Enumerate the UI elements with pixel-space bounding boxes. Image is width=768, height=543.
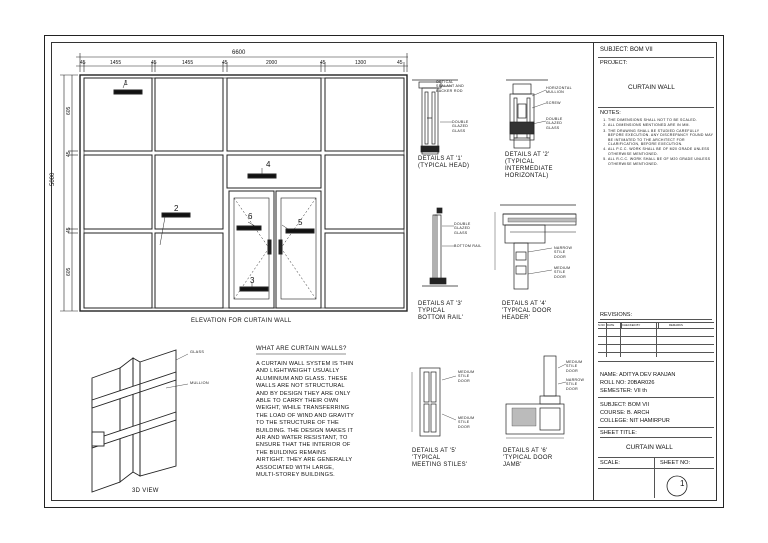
height-dim-3: 45 (66, 227, 72, 233)
tb-revisions-table: S.NO DATE CHECKED BY REMARKS (598, 322, 714, 357)
panel-tag-4: 4 (266, 160, 271, 169)
elevation-drawing (60, 53, 408, 312)
tb-notes-label: NOTES: (600, 110, 621, 116)
detail-6-callout-2: NARROW STILE DOOR (566, 378, 585, 391)
tb-note: ALL P.C.C. WORK SHALL BE OF M20 GRADE UN… (608, 147, 716, 156)
article-body: A CURTAIN WALL SYSTEM IS THIN AND LIGHTW… (256, 361, 355, 479)
mullion-dim-4: 45 (320, 60, 326, 66)
panel-tag-6: 6 (248, 212, 253, 221)
detail-1-drawing (412, 79, 458, 155)
mullion-dim-3: 45 (222, 60, 228, 66)
width-dim-1: 1455 (110, 60, 122, 66)
tb-scale-rule (598, 468, 714, 469)
tb-note: THE DIMENSIONS SHALL NOT TO BE SCALED. (608, 118, 716, 122)
3d-callout-glass: GLASS (190, 350, 205, 354)
tb-notes-list: THE DIMENSIONS SHALL NOT TO BE SCALED. A… (600, 118, 716, 167)
detail-1-callout-1: OPTICAL SEALANT AND BACKER ROD (436, 80, 464, 93)
mullion-dim-2: 45 (151, 60, 157, 66)
tb-roll: ROLL NO: 20BAR026 (600, 380, 655, 386)
width-dim-2: 1455 (182, 60, 194, 66)
tb-project-label: PROJECT: (600, 60, 628, 66)
detail-4-callout-2: MEDIUM STILE DOOR (554, 266, 571, 279)
detail-6-callout-1: MEDIUM STILE DOOR (566, 360, 583, 373)
height-dim-1: 605 (66, 106, 72, 115)
detail-4-callout-1: NARROW STILE DOOR (554, 246, 573, 259)
tb-student-cell: NAME: ADITYA DEV RANJAN ROLL NO: 20BAR02… (598, 362, 714, 398)
tb-subject-cell: SUBJECT: BOM VII (598, 44, 714, 58)
mullion-dim-1: 45 (80, 60, 86, 66)
panel-tag-3: 3 (250, 276, 255, 285)
tb-revisions-cell: REVISIONS: S.NO DATE CHECKED BY REMARKS (598, 312, 714, 362)
mullion-dim-5: 45 (397, 60, 403, 66)
tb-rev-col: DATE (607, 323, 622, 328)
tb-project-cell: PROJECT: CURTAIN WALL (598, 58, 714, 108)
tb-scale-label: SCALE: (600, 460, 620, 466)
drawing-frame (51, 42, 717, 501)
tb-subject2: SUBJECT: BOM VII (600, 402, 650, 408)
detail-2-drawing (506, 79, 548, 149)
panel-tag-5: 5 (298, 218, 303, 227)
detail-3-callout-1: DOUBLE GLAZED GLASS (454, 222, 471, 235)
tb-note: ALL DIMENSIONS MENTIONED ARE IN MM. (608, 123, 716, 127)
3d-view-label: 3D VIEW (132, 488, 159, 494)
detail-5-drawing (411, 367, 457, 437)
tb-semester: SEMESTER: VII th (600, 388, 647, 394)
tb-notes-cell: NOTES: THE DIMENSIONS SHALL NOT TO BE SC… (598, 108, 714, 312)
detail-4-drawing (494, 204, 577, 290)
width-dim-3: 2000 (266, 60, 278, 66)
tb-sheet-no: 1 (680, 479, 685, 488)
overall-width-dim: 6600 (232, 50, 246, 56)
drawing-sheet-border (44, 35, 724, 508)
title-block: SUBJECT: BOM VII PROJECT: CURTAIN WALL N… (593, 42, 718, 501)
detail-1-title: DETAILS AT '1'(TYPICAL HEAD) (418, 156, 470, 169)
tb-scale-divider (654, 458, 655, 498)
tb-sheet-title-label: SHEET TITLE: (600, 430, 712, 438)
detail-6-drawing (505, 355, 567, 439)
tb-college: COLLEGE: NIT HAMIRPUR (600, 418, 670, 424)
elevation-title: ELEVATION FOR CURTAIN WALL (191, 318, 292, 324)
tb-project: CURTAIN WALL (628, 84, 675, 91)
detail-2-callout-2: SCREW (546, 101, 561, 105)
tb-subject: SUBJECT: BOM VII (600, 47, 653, 53)
tb-note: ALL R.C.C. WORK SHALL BE OF M20 GRADE UN… (608, 157, 716, 166)
tb-note: THE DRAWING SHALL BE STUDIED CAREFULLY B… (608, 129, 716, 147)
panel-tag-2: 2 (174, 204, 179, 213)
3d-callout-mullion: MULLION (190, 381, 209, 385)
height-dim-4: 605 (66, 267, 72, 276)
tb-rev-col: REMARKS (669, 323, 683, 327)
detail-5-callout-2: MEDIUM STILE DOOR (458, 416, 475, 429)
height-dim-2: 45 (66, 151, 72, 157)
tb-revisions-label: REVISIONS: (600, 312, 712, 320)
article-heading: WHAT ARE CURTAIN WALLS? (256, 346, 347, 352)
detail-5-callout-1: MEDIUM STILE DOOR (458, 370, 475, 383)
tb-rev-col: CHECKED BY (622, 323, 659, 328)
detail-3-drawing (422, 207, 458, 287)
3d-view-drawing (91, 349, 189, 493)
sheet-number-circle (666, 475, 688, 497)
tb-scale-cell: SCALE: SHEET NO: 1 (598, 458, 714, 498)
tb-name: NAME: ADITYA DEV RANJAN (600, 372, 676, 378)
detail-3-callout-2: BOTTOM RAIL (454, 244, 482, 248)
overall-height-dim: 5000 (50, 172, 56, 186)
tb-sheet-title: CURTAIN WALL (626, 444, 673, 451)
detail-1-callout-2: DOUBLE GLAZED GLASS (452, 120, 469, 133)
tb-sheet-no-label: SHEET NO: (660, 460, 691, 466)
tb-sheet-title-cell: SHEET TITLE: CURTAIN WALL (598, 428, 714, 458)
detail-2-callout-1: HORIZONTAL MULLION (546, 86, 572, 95)
panel-tag-1: 1 (124, 80, 128, 87)
tb-course: COURSE: B. ARCH (600, 410, 650, 416)
detail-2-callout-3: DOUBLE GLAZED GLASS (546, 117, 563, 130)
width-dim-4: 1300 (355, 60, 367, 66)
tb-course-cell: SUBJECT: BOM VII COURSE: B. ARCH COLLEGE… (598, 398, 714, 428)
